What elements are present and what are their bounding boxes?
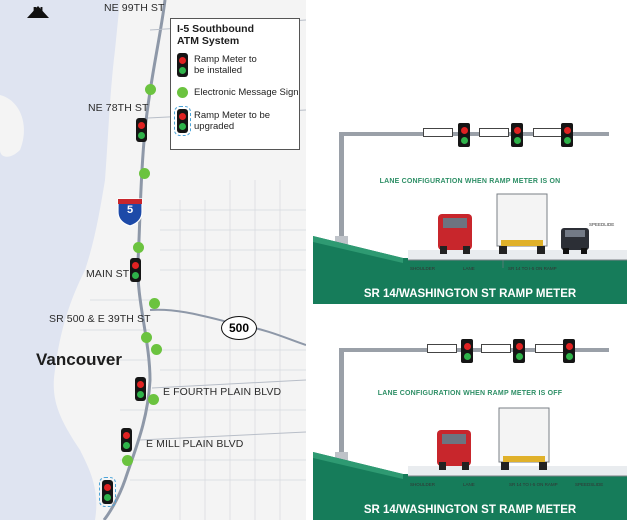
i5-shield-label: 5 (126, 204, 134, 216)
off-config-label: LANE CONFIGURATION WHEN RAMP METER IS OF… (377, 390, 563, 397)
legend-label: Electronic Message Sign (194, 87, 299, 98)
message-sign-marker (145, 84, 156, 95)
ramp-meter-marker (135, 377, 146, 401)
overhead-signal-icon (561, 123, 573, 147)
overhead-signal-icon (458, 123, 470, 147)
overhead-message-sign (533, 128, 563, 137)
red-truck-icon (438, 214, 472, 254)
ramp-meter-marker (136, 118, 147, 142)
ramp-meter-upgrade-marker (99, 477, 116, 507)
overhead-message-sign (427, 344, 457, 353)
legend-label: Ramp Meter to be (194, 110, 271, 121)
street-ne99: NE 99TH ST (104, 2, 165, 14)
ramp-meter-marker (130, 258, 141, 282)
on-banner: SR 14/WASHINGTON ST RAMP METER (313, 284, 627, 304)
ramp-meter-on-panel: LANE CONFIGURATION WHEN RAMP METER IS ON… (313, 118, 627, 304)
off-shoulder-label: SHOULDER (410, 482, 436, 487)
street-ne78: NE 78TH ST (88, 102, 149, 114)
ramp-meter-marker (121, 428, 132, 452)
north-arrow-icon (27, 6, 49, 18)
overhead-signal-icon (563, 339, 575, 363)
overhead-message-sign (423, 128, 453, 137)
map-panel: 5 N NE 99TH ST NE 78TH ST MAIN ST SR 500… (0, 0, 306, 520)
box-truck-icon (496, 193, 548, 254)
ramp-meter-upgrade-icon (174, 106, 191, 136)
off-scene-illustration (313, 348, 627, 500)
legend-label: be installed (194, 65, 243, 76)
i5-shield-icon (117, 198, 143, 227)
message-sign-marker (133, 242, 144, 253)
street-sr500: SR 500 & E 39TH ST (49, 313, 151, 325)
sr500-shield: 500 (221, 316, 257, 340)
red-truck-icon (437, 430, 471, 470)
ramp-meter-off-panel: LANE CONFIGURATION WHEN RAMP METER IS OF… (313, 334, 627, 520)
off-wash-label: SR 14 TO I-5 ON RAMP (509, 482, 558, 487)
overhead-signal-icon (511, 123, 523, 147)
message-sign-marker (141, 332, 152, 343)
overhead-message-sign (481, 344, 511, 353)
ramp-meter-icon (177, 53, 188, 77)
message-sign-marker (122, 455, 133, 466)
on-lane-label: LANE (463, 266, 475, 271)
legend-title-line1: I-5 Southbound (177, 23, 254, 35)
suv-icon (561, 228, 589, 254)
message-sign-icon (177, 87, 188, 98)
north-arrow: N (27, 4, 49, 21)
off-speedslide-label: SPEEDSLIDE (575, 482, 604, 487)
off-banner: SR 14/WASHINGTON ST RAMP METER (313, 500, 627, 520)
legend-item-message-sign: Electronic Message Sign (177, 87, 299, 98)
message-sign-marker (149, 298, 160, 309)
message-sign-marker (148, 394, 159, 405)
on-speedlide-label: SPEEDLIDE (589, 222, 615, 227)
street-main: MAIN ST (86, 268, 130, 280)
overhead-signal-icon (513, 339, 525, 363)
street-fourth: E FOURTH PLAIN BLVD (163, 386, 282, 398)
box-truck-icon (498, 407, 550, 470)
overhead-message-sign (535, 344, 565, 353)
city-label: Vancouver (36, 350, 122, 369)
legend-title-line2: ATM System (177, 35, 240, 47)
on-shoulder-label: SHOULDER (410, 266, 436, 271)
message-sign-marker (139, 168, 150, 179)
legend-label: Ramp Meter to (194, 54, 257, 65)
overhead-message-sign (479, 128, 509, 137)
message-sign-marker (151, 344, 162, 355)
overhead-signal-icon (461, 339, 473, 363)
on-wash-label: SR 14 TO I-5 ON RAMP (508, 266, 557, 271)
off-lane-label: LANE (463, 482, 475, 487)
on-scene-illustration (313, 132, 627, 284)
on-config-label: LANE CONFIGURATION WHEN RAMP METER IS ON (379, 178, 561, 185)
street-mill: E MILL PLAIN BLVD (146, 438, 244, 450)
legend-label: upgraded (194, 121, 235, 132)
